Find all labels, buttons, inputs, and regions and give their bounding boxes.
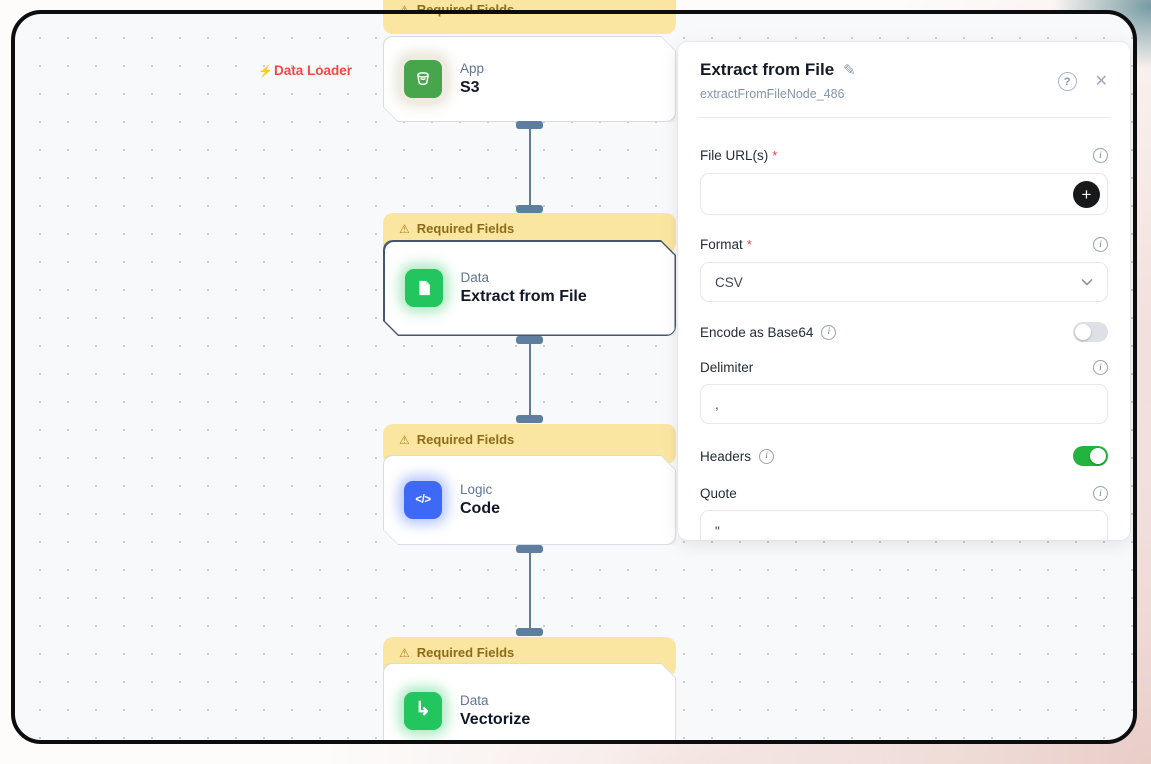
file-icon	[405, 269, 443, 307]
info-icon[interactable]: i	[821, 324, 837, 340]
node-card-vectorize[interactable]: ↳ Data Vectorize	[383, 663, 676, 742]
quote-label: Quote	[700, 486, 737, 501]
code-icon: </>	[404, 481, 442, 519]
s3-banner-overflow: ⚠Required Fields	[383, 0, 676, 12]
node-id: extractFromFileNode_486	[700, 87, 845, 101]
edit-pencil-icon[interactable]: ✎	[843, 62, 856, 79]
wire-s3-extract	[528, 127, 531, 207]
node-category: Logic	[460, 482, 493, 497]
format-select[interactable]: CSV	[700, 262, 1108, 302]
quote-input[interactable]	[700, 510, 1108, 540]
file-urls-label: File URL(s)*	[700, 148, 778, 163]
info-icon[interactable]: i	[1093, 360, 1108, 375]
workflow-canvas[interactable]: ⚡ Data Loader ⚠Required Fields	[14, 14, 1134, 742]
port-vectorize-in[interactable]	[516, 628, 543, 636]
port-s3-out[interactable]	[516, 121, 543, 129]
node-title: Vectorize	[460, 711, 531, 728]
node-config-panel: Extract from File ✎ extractFromFileNode_…	[678, 42, 1130, 540]
data-loader-annotation[interactable]: ⚡ Data Loader	[258, 63, 352, 78]
headers-toggle[interactable]	[1073, 446, 1108, 466]
warning-icon: ⚠	[399, 646, 410, 660]
warning-icon: ⚠	[399, 433, 410, 447]
headers-label: Headers i	[700, 448, 775, 464]
divider	[698, 117, 1110, 118]
lightning-icon: ⚡	[258, 63, 273, 78]
node-category: Data	[460, 693, 489, 708]
node-category: Data	[460, 270, 490, 285]
panel-title: Extract from File	[700, 60, 835, 79]
node-s3[interactable]: ⚠Required Fields App S3	[383, 14, 676, 122]
node-title: S3	[460, 79, 480, 96]
info-icon[interactable]: i	[1093, 237, 1108, 252]
data-loader-label: Data Loader	[273, 63, 352, 78]
node-extract-from-file[interactable]: ⚠Required Fields Data Extract from File	[383, 213, 676, 336]
port-code-out[interactable]	[516, 545, 543, 553]
close-icon[interactable]: ✕	[1094, 72, 1108, 90]
node-title: Extract from File	[460, 288, 587, 305]
node-category: App	[460, 61, 485, 76]
chevron-down-icon	[1081, 279, 1093, 286]
help-icon[interactable]: ?	[1057, 72, 1077, 91]
node-card-extract[interactable]: Data Extract from File	[383, 240, 676, 336]
info-icon[interactable]: i	[1093, 486, 1108, 501]
add-url-button[interactable]: +	[1073, 181, 1100, 208]
info-icon[interactable]: i	[759, 448, 775, 464]
node-title: Code	[460, 500, 500, 517]
wire-extract-code	[528, 342, 531, 417]
info-icon[interactable]: i	[1093, 148, 1108, 163]
required-fields-banner: ⚠Required Fields	[383, 14, 676, 34]
vectorize-icon: ↳	[404, 692, 442, 730]
delimiter-input[interactable]	[700, 384, 1108, 424]
node-card-code[interactable]: </> Logic Code	[383, 455, 676, 545]
delimiter-label: Delimiter	[700, 360, 754, 375]
encode-base64-toggle[interactable]	[1073, 322, 1108, 342]
wire-code-vectorize	[528, 551, 531, 630]
format-label: Format*	[700, 237, 752, 252]
node-vectorize[interactable]: ⚠Required Fields ↳ Data Vectorize	[383, 637, 676, 742]
port-code-in[interactable]	[516, 415, 543, 423]
s3-bucket-icon	[404, 60, 442, 98]
encode-base64-label: Encode as Base64 i	[700, 324, 837, 340]
port-extract-in[interactable]	[516, 205, 543, 213]
node-code[interactable]: ⚠Required Fields </> Logic Code	[383, 424, 676, 545]
port-extract-out[interactable]	[516, 336, 543, 344]
warning-icon: ⚠	[399, 222, 410, 236]
file-urls-input[interactable]	[700, 173, 1108, 215]
warning-icon: ⚠	[399, 3, 410, 12]
node-card-s3[interactable]: App S3	[383, 36, 676, 122]
warning-icon: ⚠	[399, 14, 410, 17]
